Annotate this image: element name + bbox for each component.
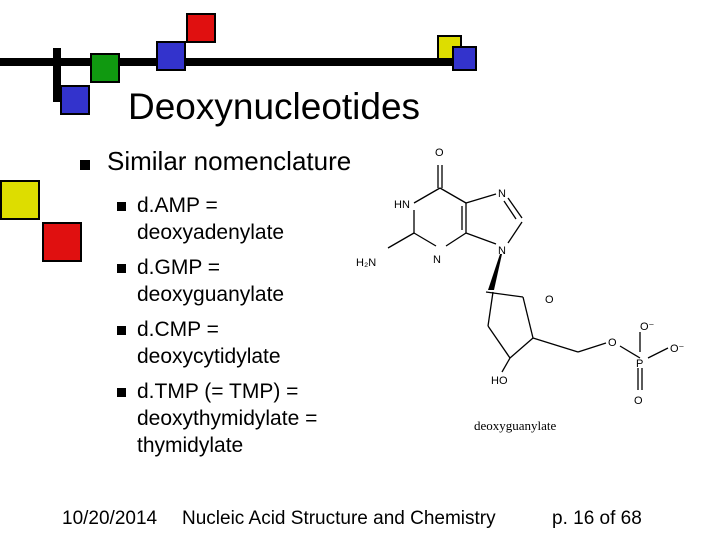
red-square-top <box>186 13 216 43</box>
yellow-square-left <box>0 180 40 220</box>
atom-o-minus-top: O⁻ <box>640 321 655 333</box>
sub-bullet-line: d.TMP (= TMP) = <box>137 380 299 403</box>
footer-date: 10/20/2014 <box>62 508 158 529</box>
sub-bullet-damp: d.AMP = deoxyadenylate <box>137 192 284 246</box>
sub-bullet-line: thymidylate <box>137 434 244 457</box>
footer-course: Nucleic Acid Structure and Chemistry <box>182 508 496 529</box>
sub-bullet-dcmp: d.CMP = deoxycytidylate <box>137 316 281 370</box>
atom-h2n: H₂N <box>356 257 376 269</box>
sub-bullet-line: d.GMP = <box>137 256 221 279</box>
atom-o-bottom: O <box>634 395 643 407</box>
green-square-top <box>90 53 120 83</box>
sub-bullet-line: deoxythymidylate = <box>137 407 318 430</box>
footer-page-number: p. 16 of 68 <box>552 508 642 529</box>
sub-bullet-marker <box>117 202 126 211</box>
atom-o-top: O <box>435 147 444 159</box>
sub-bullet-line: d.AMP = <box>137 194 218 217</box>
atom-hn: HN <box>394 199 410 211</box>
sub-bullet-dgmp: d.GMP = deoxyguanylate <box>137 254 284 308</box>
top-decorative-line <box>0 58 470 66</box>
atom-o-link: O <box>608 337 617 349</box>
main-bullet-text: Similar nomenclature <box>107 146 352 176</box>
sub-bullet-marker <box>117 388 126 397</box>
slide-title: Deoxynucleotides <box>128 86 421 127</box>
deoxyguanylate-structure: O HN N N N H₂N O O O⁻ O⁻ P O HO deoxygua… <box>356 147 685 433</box>
sub-bullet-line: deoxyguanylate <box>137 283 285 306</box>
blue-square-left <box>60 85 90 115</box>
sub-bullet-marker <box>117 264 126 273</box>
red-square-left <box>42 222 82 262</box>
sub-bullet-line: d.CMP = <box>137 318 219 341</box>
atom-ho: HO <box>491 375 508 387</box>
atom-n-ring-left: N <box>433 254 441 266</box>
atom-o-sugar: O <box>545 294 554 306</box>
vertical-decorative-line <box>53 48 61 102</box>
structure-caption: deoxyguanylate <box>474 418 557 433</box>
sub-bullet-line: deoxycytidylate <box>137 345 281 368</box>
sub-bullet-marker <box>117 326 126 335</box>
top-right-decorative-line <box>430 60 472 65</box>
sub-bullet-dtmp: d.TMP (= TMP) = deoxythymidylate = thymi… <box>137 378 317 459</box>
bullet-marker <box>80 160 90 170</box>
blue-square-top-right <box>452 46 477 71</box>
atom-o-minus-right: O⁻ <box>670 343 685 355</box>
atom-n-ring-right: N <box>498 245 506 257</box>
atom-n-ring-top: N <box>498 188 506 200</box>
blue-square-top <box>156 41 186 71</box>
sub-bullet-line: deoxyadenylate <box>137 221 285 244</box>
atom-p: P <box>636 358 643 370</box>
